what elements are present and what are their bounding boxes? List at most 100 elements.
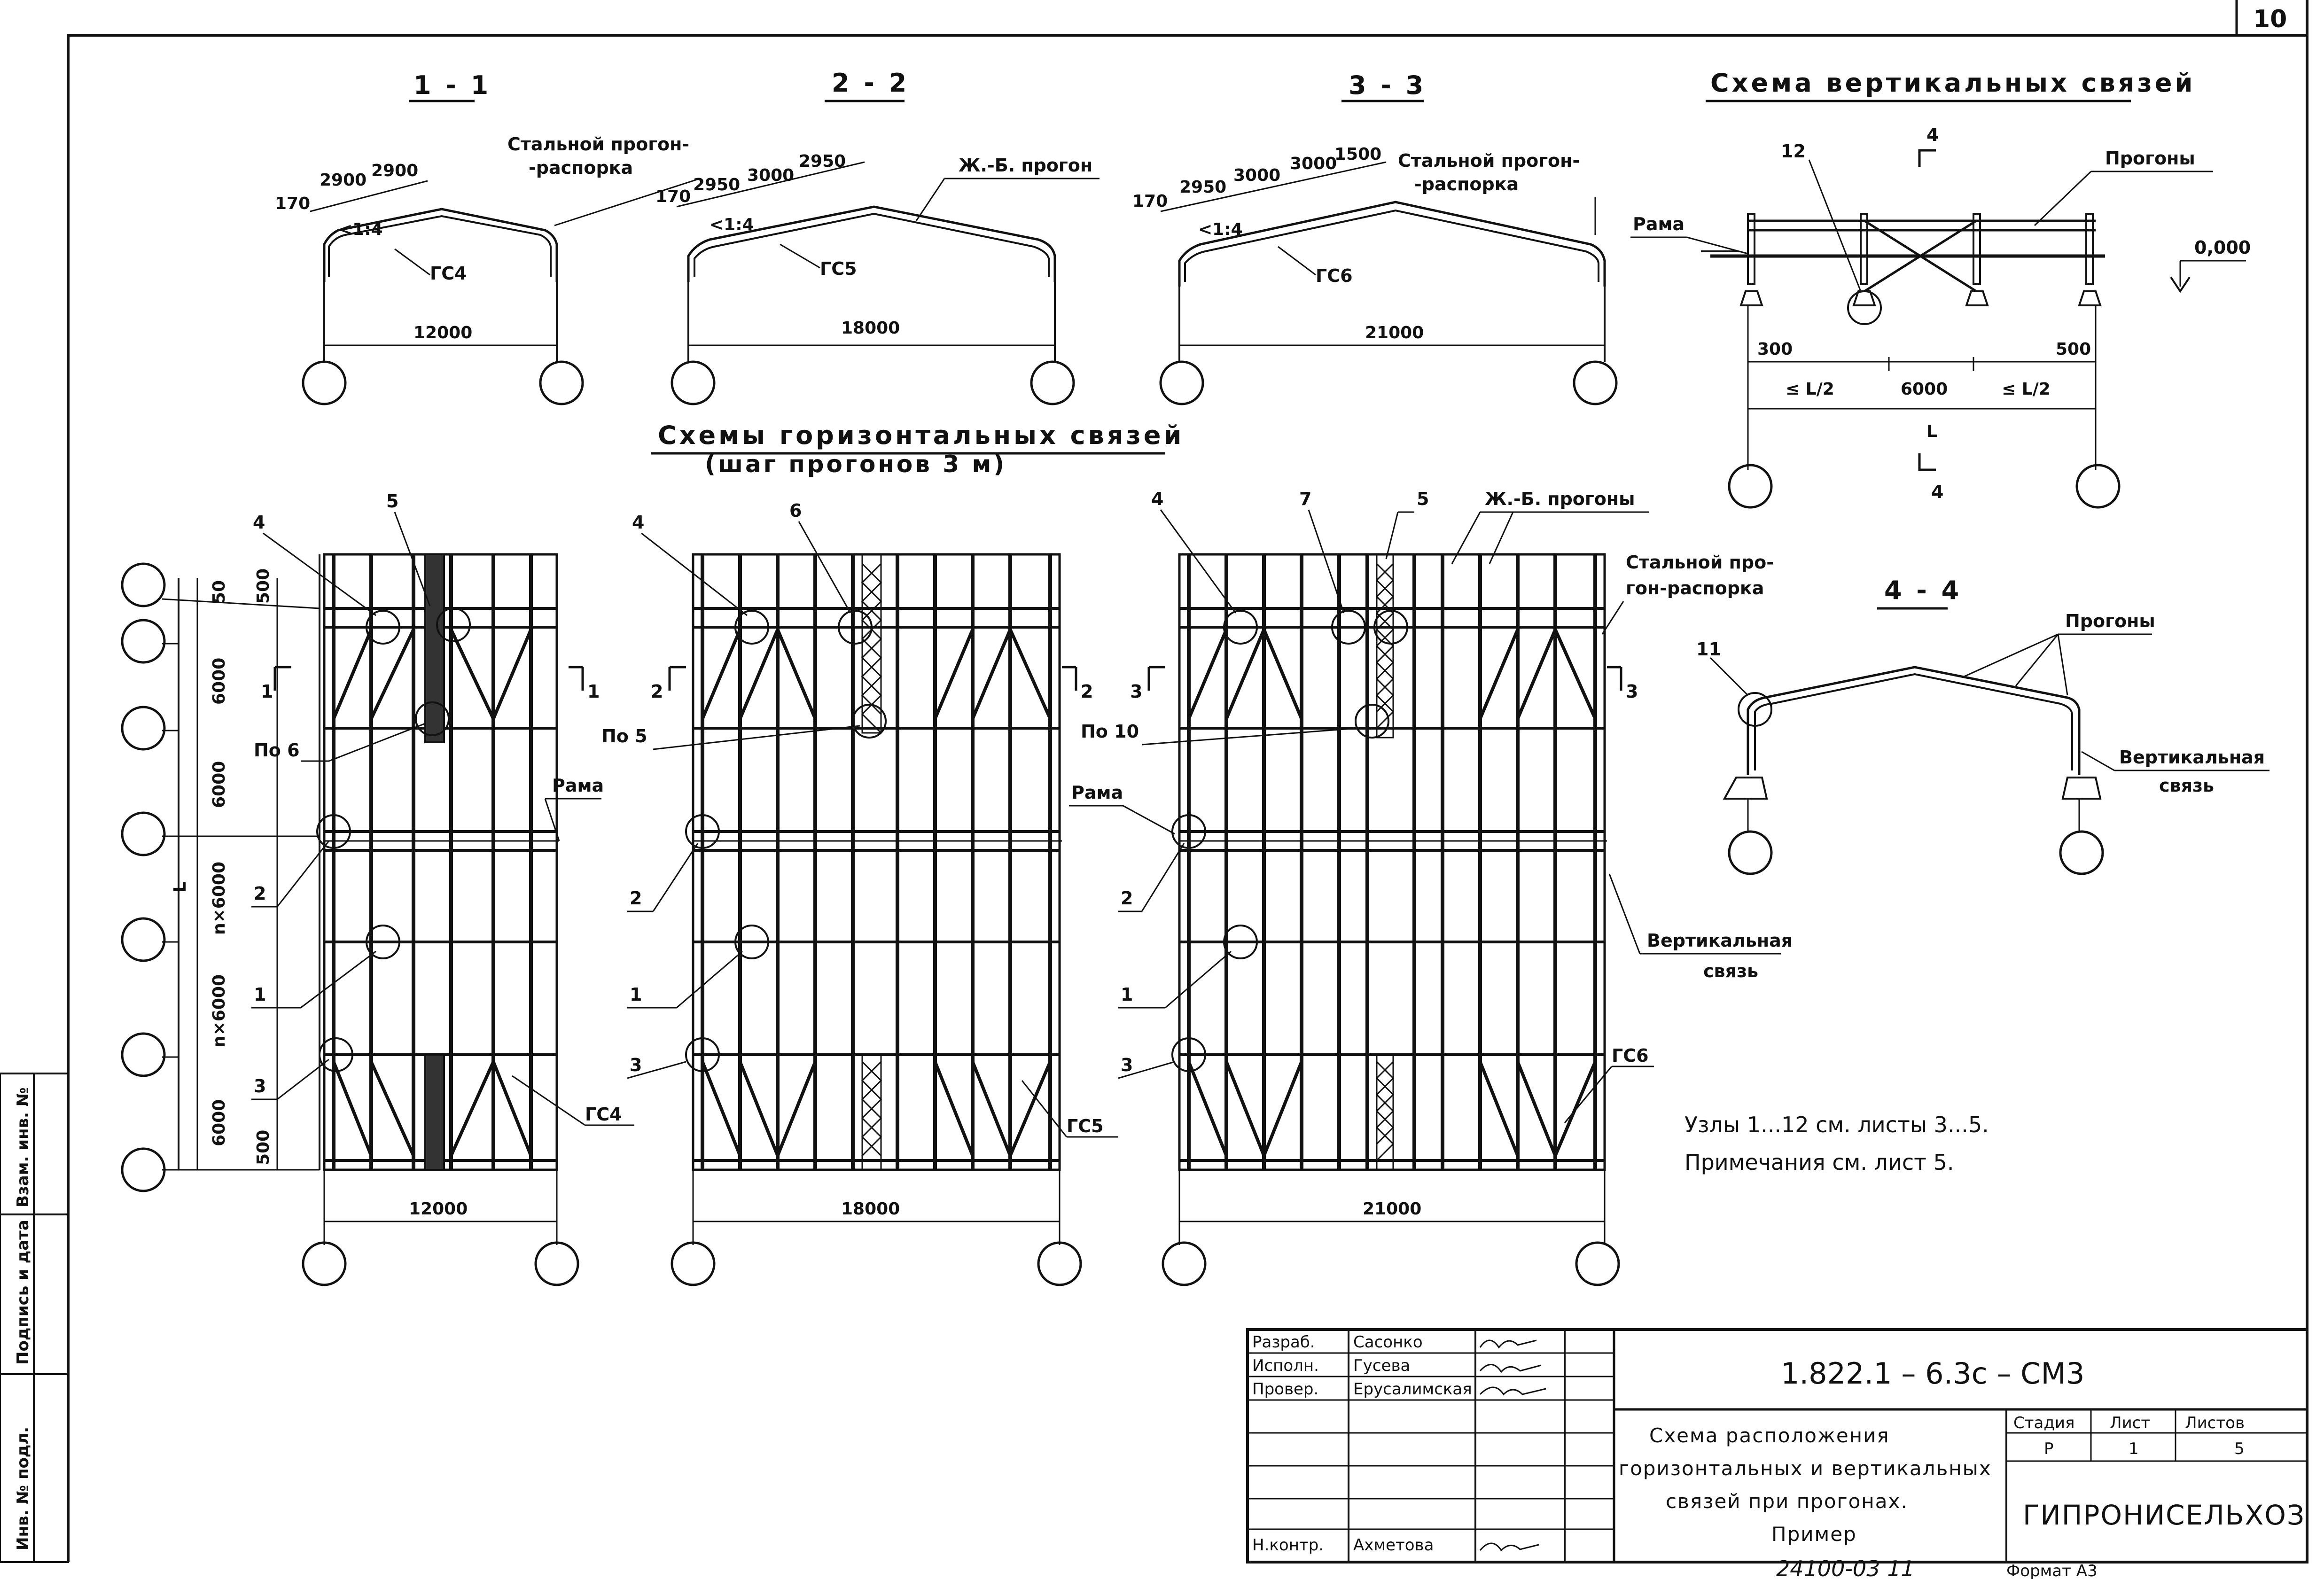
tb-desc-1: Схема расположения [1649,1424,1890,1447]
p3-cut-right: 3 [1626,681,1638,702]
section-1-1-slope: <1:4 [338,220,383,239]
tb-stage-label: Стадия [2013,1414,2074,1432]
plan-18000-girders [693,607,1060,1162]
p3-vert-2: связь [1703,961,1758,981]
p3-callout-5: 5 [1417,489,1429,509]
tb-name-1: Сасонко [1353,1333,1423,1352]
vs-purlins-label: Прогоны [2105,148,2195,169]
vs-node-12: 12 [1781,141,1806,162]
vs-level: 0,000 [2194,237,2251,258]
p1-callout-2: 2 [254,883,266,904]
p3-po: По 10 [1081,721,1139,742]
tb-org: ГИПРОНИСЕЛЬХОЗ [2023,1499,2305,1531]
plan-21000-diagonals [1187,629,1597,1157]
note-2: Примечания см. лист 5. [1685,1150,1954,1175]
tb-sheets: 5 [2234,1439,2245,1458]
section-3-3-span: 21000 [1365,323,1424,342]
section-4-4-node: 11 [1696,639,1721,660]
p2-cut-left: 2 [651,681,663,702]
tb-inventory: 24100-03 11 [1776,1556,1915,1579]
section-2-2-title: 2 - 2 [832,68,909,98]
plan-12000-diagonals [332,629,533,1157]
tb-code: 1.822.1 – 6.3с – СМ3 [1781,1356,2084,1391]
section-3-3-dim-a: 2950 [1179,178,1226,197]
section-2-2-span: 18000 [841,319,900,338]
p1-po: По 6 [254,740,300,761]
p3-rc-purlins: Ж.-Б. прогоны [1485,489,1635,509]
section-2-2-dim-a: 2950 [693,175,740,194]
p2-cut-right: 2 [1081,681,1093,702]
vertical-scheme-section-mark: 4 [1926,124,1939,145]
tb-rows [1248,1352,1614,1530]
side-stamp: Взам. инв. № Подпись и дата Инв. № подл. [0,1073,69,1563]
p1-span: 12000 [409,1199,468,1219]
plan-18000-purlins [701,554,1052,1170]
p3-callout-7: 7 [1299,489,1311,509]
vertical-bracing-scheme: Схема вертикальных связей 4 12 Прогоны Р… [1630,68,2251,509]
p3-steel-2: гон-распорка [1626,578,1764,599]
side-stamp-replace: Взам. инв. № [14,1087,32,1207]
p3-callout-4: 4 [1151,489,1163,509]
section-3-3-dim-d: 1500 [1334,145,1381,164]
p2-gc: ГС5 [1067,1116,1104,1136]
section-2-2: 2 - 2 18000 170 2950 3000 2950 <1:4 ГС5 … [655,68,1100,405]
p3-callout-2: 2 [1121,888,1133,909]
axis-dim-6000-c: 6000 [210,1099,229,1146]
section-2-2-dim-c: 2950 [799,152,846,171]
tb-desc-2: горизонтальных и вертикальных [1619,1457,1992,1480]
vertical-scheme-title: Схема вертикальных связей [1710,68,2195,98]
p3-callout-3: 3 [1121,1055,1133,1075]
tb-role-7: Н.контр. [1252,1536,1324,1555]
note-1: Узлы 1...12 см. листы 3...5. [1685,1112,1989,1137]
vs-dim-right-off: 500 [2056,340,2091,359]
axis-label-l: L [171,882,190,893]
tb-role-1: Разраб. [1252,1333,1315,1352]
p1-cut-left: 1 [261,681,273,702]
p1-callout-4: 4 [253,512,265,533]
title-block: Разраб. Сасонко Исполн. Гусева Провер. Е… [1246,1328,2308,1579]
section-3-3-note-1: Стальной прогон- [1398,150,1580,171]
section-3-3-member: ГС6 [1316,265,1353,286]
section-3-3-dim-170: 170 [1132,192,1168,211]
axis-dim-50: 50 [210,580,229,604]
p3-callout-1: 1 [1121,984,1133,1005]
plan-21000-purlins [1187,554,1597,1170]
tb-name-3: Ерусалимская [1353,1380,1472,1399]
p3-cut-left: 3 [1130,681,1142,702]
p1-gc: ГС4 [585,1104,622,1125]
section-2-2-slope: <1:4 [710,215,754,234]
vs-dim-right-half: ≤ L/2 [2002,380,2051,399]
plan-18000: 4 6 По 5 2 1 3 ГС5 2 2 18000 [601,500,1118,1286]
p3-rama: Рама [1071,782,1123,803]
sheet-frame: 10 [67,0,2308,1562]
side-stamp-signature: Подпись и дата [14,1220,32,1365]
tb-sheets-label: Листов [2185,1414,2245,1432]
section-3-3-dim-b: 3000 [1233,166,1280,185]
p3-vert-1: Вертикальная [1647,930,1793,951]
signatures [1479,1339,1546,1552]
plan-18000-truss [861,553,882,1171]
p1-callout-3: 3 [254,1076,266,1097]
horizontal-scheme-title: Схемы горизонтальных связей [658,420,1184,450]
section-2-2-dim-b: 3000 [747,166,794,185]
left-axis: 50 500 6000 6000 n×6000 n×6000 6000 500 … [121,554,320,1192]
section-4-4-purlins: Прогоны [2065,611,2155,631]
p2-callout-6: 6 [789,500,802,521]
p2-span: 18000 [841,1199,900,1219]
side-stamp-inventory: Инв. № подл. [14,1427,32,1550]
tb-name-2: Гусева [1353,1356,1410,1375]
section-1-1-dim-170: 170 [275,194,310,213]
plan-21000-truss [1375,553,1395,1171]
section-2-2-note: Ж.-Б. прогон [959,155,1092,176]
section-3-3-note-2: -распорка [1414,174,1519,194]
section-1-1-note-1: Стальной прогон- [507,134,689,155]
section-4-4-title: 4 - 4 [1884,576,1962,605]
section-1-1-span: 12000 [413,323,472,342]
tb-name-7: Ахметова [1353,1536,1434,1555]
p1-callout-1: 1 [254,984,266,1005]
axis-dim-n6000-a: n×6000 [210,862,229,935]
sheet-number: 10 [2253,5,2287,33]
section-2-2-dim-170: 170 [655,187,691,206]
tb-sheet: 1 [2129,1439,2139,1458]
vs-dim-mid: 6000 [1901,380,1948,399]
